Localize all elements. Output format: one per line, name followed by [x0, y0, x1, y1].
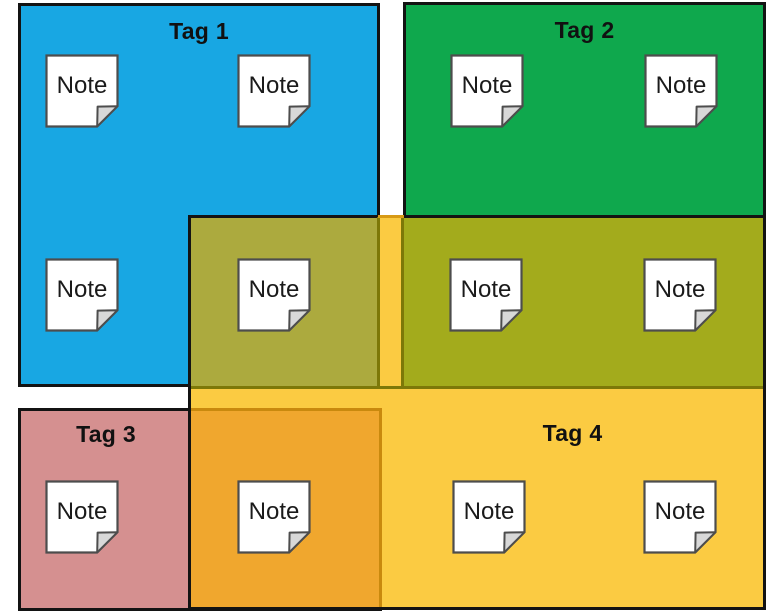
- tag2-label: Tag 2: [554, 17, 615, 43]
- note-card[interactable]: Note: [45, 480, 119, 554]
- note-card[interactable]: Note: [45, 258, 119, 332]
- note-label: Note: [56, 72, 108, 99]
- note-card[interactable]: Note: [643, 480, 717, 554]
- note-icon: [45, 258, 119, 332]
- note-label: Note: [248, 72, 300, 99]
- note-label: Note: [56, 498, 108, 525]
- note-icon: [449, 258, 523, 332]
- note-label: Note: [655, 72, 707, 99]
- tag4-top-border-segment: [378, 215, 404, 218]
- note-icon: [452, 480, 526, 554]
- tag1-label: Tag 1: [169, 18, 229, 44]
- note-icon: [450, 54, 524, 128]
- note-card[interactable]: Note: [449, 258, 523, 332]
- note-card[interactable]: Note: [452, 480, 526, 554]
- note-label: Note: [248, 276, 300, 303]
- note-icon: [643, 258, 717, 332]
- note-icon: [237, 480, 311, 554]
- note-card[interactable]: Note: [45, 54, 119, 128]
- note-label: Note: [654, 276, 706, 303]
- tag1-right-border-line: [377, 217, 380, 387]
- note-label: Note: [460, 276, 512, 303]
- note-card[interactable]: Note: [644, 54, 718, 128]
- note-icon: [45, 480, 119, 554]
- note-label: Note: [461, 72, 513, 99]
- note-label: Note: [56, 276, 108, 303]
- note-icon: [237, 258, 311, 332]
- tag4-label: Tag 4: [542, 420, 603, 446]
- tag4-gap-column: [380, 218, 403, 387]
- note-icon: [644, 54, 718, 128]
- note-label: Note: [654, 498, 706, 525]
- note-card[interactable]: Note: [237, 258, 311, 332]
- note-icon: [237, 54, 311, 128]
- note-card[interactable]: Note: [237, 54, 311, 128]
- tag2-left-border-line: [401, 217, 404, 387]
- note-label: Note: [248, 498, 300, 525]
- note-card[interactable]: Note: [450, 54, 524, 128]
- note-icon: [643, 480, 717, 554]
- note-icon: [45, 54, 119, 128]
- note-card[interactable]: Note: [643, 258, 717, 332]
- tag4-gap-row: [191, 387, 763, 408]
- note-label: Note: [463, 498, 515, 525]
- note-card[interactable]: Note: [237, 480, 311, 554]
- tag1-tag2-bottom-border-line: [191, 386, 763, 389]
- tag3-label: Tag 3: [76, 421, 136, 447]
